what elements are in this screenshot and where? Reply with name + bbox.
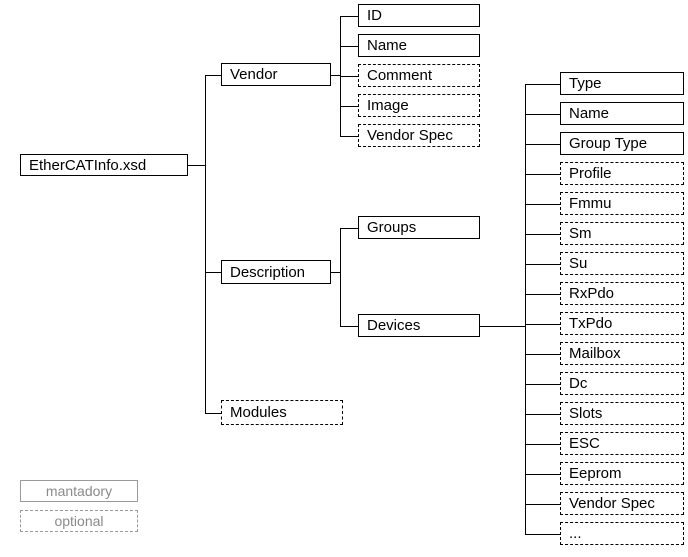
node-device-rxpdo: RxPdo <box>560 282 684 305</box>
node-label: Vendor <box>230 66 278 83</box>
connector-vendor-stub <box>340 46 358 47</box>
node-label: Vendor Spec <box>367 127 453 144</box>
node-label: Group Type <box>569 135 648 152</box>
node-label: ID <box>367 7 382 24</box>
connector-devices-stub <box>525 324 560 325</box>
node-label: Groups <box>367 219 417 236</box>
connector-description-bus <box>340 228 341 326</box>
node-device-vendor-spec: Vendor Spec <box>560 492 684 515</box>
connector-devices-stub <box>525 444 560 445</box>
node-label: ESC <box>569 435 600 452</box>
node-label: Name <box>367 37 408 54</box>
node-label: Slots <box>569 405 603 422</box>
node-vendor-image: Image <box>358 94 480 117</box>
legend-mandatory: mantadory <box>20 480 138 502</box>
connector-devices-stub <box>525 114 560 115</box>
connector-devices-stub <box>525 234 560 235</box>
node-label: Profile <box>569 165 612 182</box>
connector-vendor-stub <box>340 16 358 17</box>
node-label: Image <box>367 97 409 114</box>
connector-devices-stub <box>525 84 560 85</box>
connector-vendor-stub <box>340 136 358 137</box>
connector-description-stub <box>340 228 358 229</box>
connector-root-trunk <box>188 165 205 166</box>
node-label: Description <box>230 263 306 281</box>
node-device-profile: Profile <box>560 162 684 185</box>
connector-devices-trunk <box>480 326 525 327</box>
node-device-dc: Dc <box>560 372 684 395</box>
node-label: Comment <box>367 67 433 84</box>
connector-devices-stub <box>525 144 560 145</box>
node-level1-vendor: Vendor <box>221 63 331 86</box>
node-description-devices: Devices <box>358 314 480 337</box>
node-level1-description: Description <box>221 260 331 284</box>
connector-devices-stub <box>525 534 560 535</box>
node-device-group-type: Group Type <box>560 132 684 155</box>
node-vendor-name: Name <box>358 34 480 57</box>
node-label: Modules <box>230 404 287 421</box>
connector-level1-bus <box>205 75 206 413</box>
connector-devices-stub <box>525 204 560 205</box>
node-device-name: Name <box>560 102 684 125</box>
connector-devices-stub <box>525 474 560 475</box>
node-device-esc: ESC <box>560 432 684 455</box>
connector-devices-stub <box>525 174 560 175</box>
node-label: Fmmu <box>569 195 612 212</box>
connector-devices-stub <box>525 384 560 385</box>
connector-level1-stub <box>205 75 221 76</box>
connector-vendor-stub <box>340 76 358 77</box>
node-device-mailbox: Mailbox <box>560 342 684 365</box>
node-device-slots: Slots <box>560 402 684 425</box>
node-label: Su <box>569 255 588 272</box>
connector-description-trunk <box>331 272 340 273</box>
connector-level1-stub <box>205 413 221 414</box>
node-device-su: Su <box>560 252 684 275</box>
node-device--: ... <box>560 522 684 545</box>
node-label: TxPdo <box>569 315 613 332</box>
connector-vendor-trunk <box>331 75 340 76</box>
connector-devices-bus <box>525 84 526 534</box>
connector-devices-stub <box>525 504 560 505</box>
connector-devices-stub <box>525 264 560 265</box>
node-label: Eeprom <box>569 465 622 482</box>
node-device-type: Type <box>560 72 684 95</box>
connector-vendor-stub <box>340 106 358 107</box>
node-label: Type <box>569 75 602 92</box>
node-device-eeprom: Eeprom <box>560 462 684 485</box>
node-vendor-id: ID <box>358 4 480 27</box>
legend-optional-label: optional <box>54 513 104 529</box>
node-label: ... <box>569 525 582 542</box>
connector-level1-stub <box>205 272 221 273</box>
node-vendor-vendor-spec: Vendor Spec <box>358 124 480 147</box>
connector-description-stub <box>340 326 358 327</box>
legend-mandatory-label: mantadory <box>45 483 113 499</box>
node-label: Vendor Spec <box>569 495 655 512</box>
connector-devices-stub <box>525 414 560 415</box>
node-label: Sm <box>569 225 592 242</box>
node-label: Name <box>569 105 610 122</box>
node-device-txpdo: TxPdo <box>560 312 684 335</box>
node-label: Devices <box>367 317 421 334</box>
node-description-groups: Groups <box>358 216 480 239</box>
node-label: Dc <box>569 375 588 392</box>
connector-devices-stub <box>525 354 560 355</box>
connector-devices-stub <box>525 294 560 295</box>
node-label: Mailbox <box>569 345 621 362</box>
node-level1-modules: Modules <box>221 400 343 425</box>
node-vendor-comment: Comment <box>358 64 480 87</box>
node-label: EtherCATInfo.xsd <box>29 156 147 174</box>
node-root: EtherCATInfo.xsd <box>20 154 188 176</box>
node-device-sm: Sm <box>560 222 684 245</box>
node-label: RxPdo <box>569 285 615 302</box>
node-device-fmmu: Fmmu <box>560 192 684 215</box>
legend-optional: optional <box>20 510 138 532</box>
